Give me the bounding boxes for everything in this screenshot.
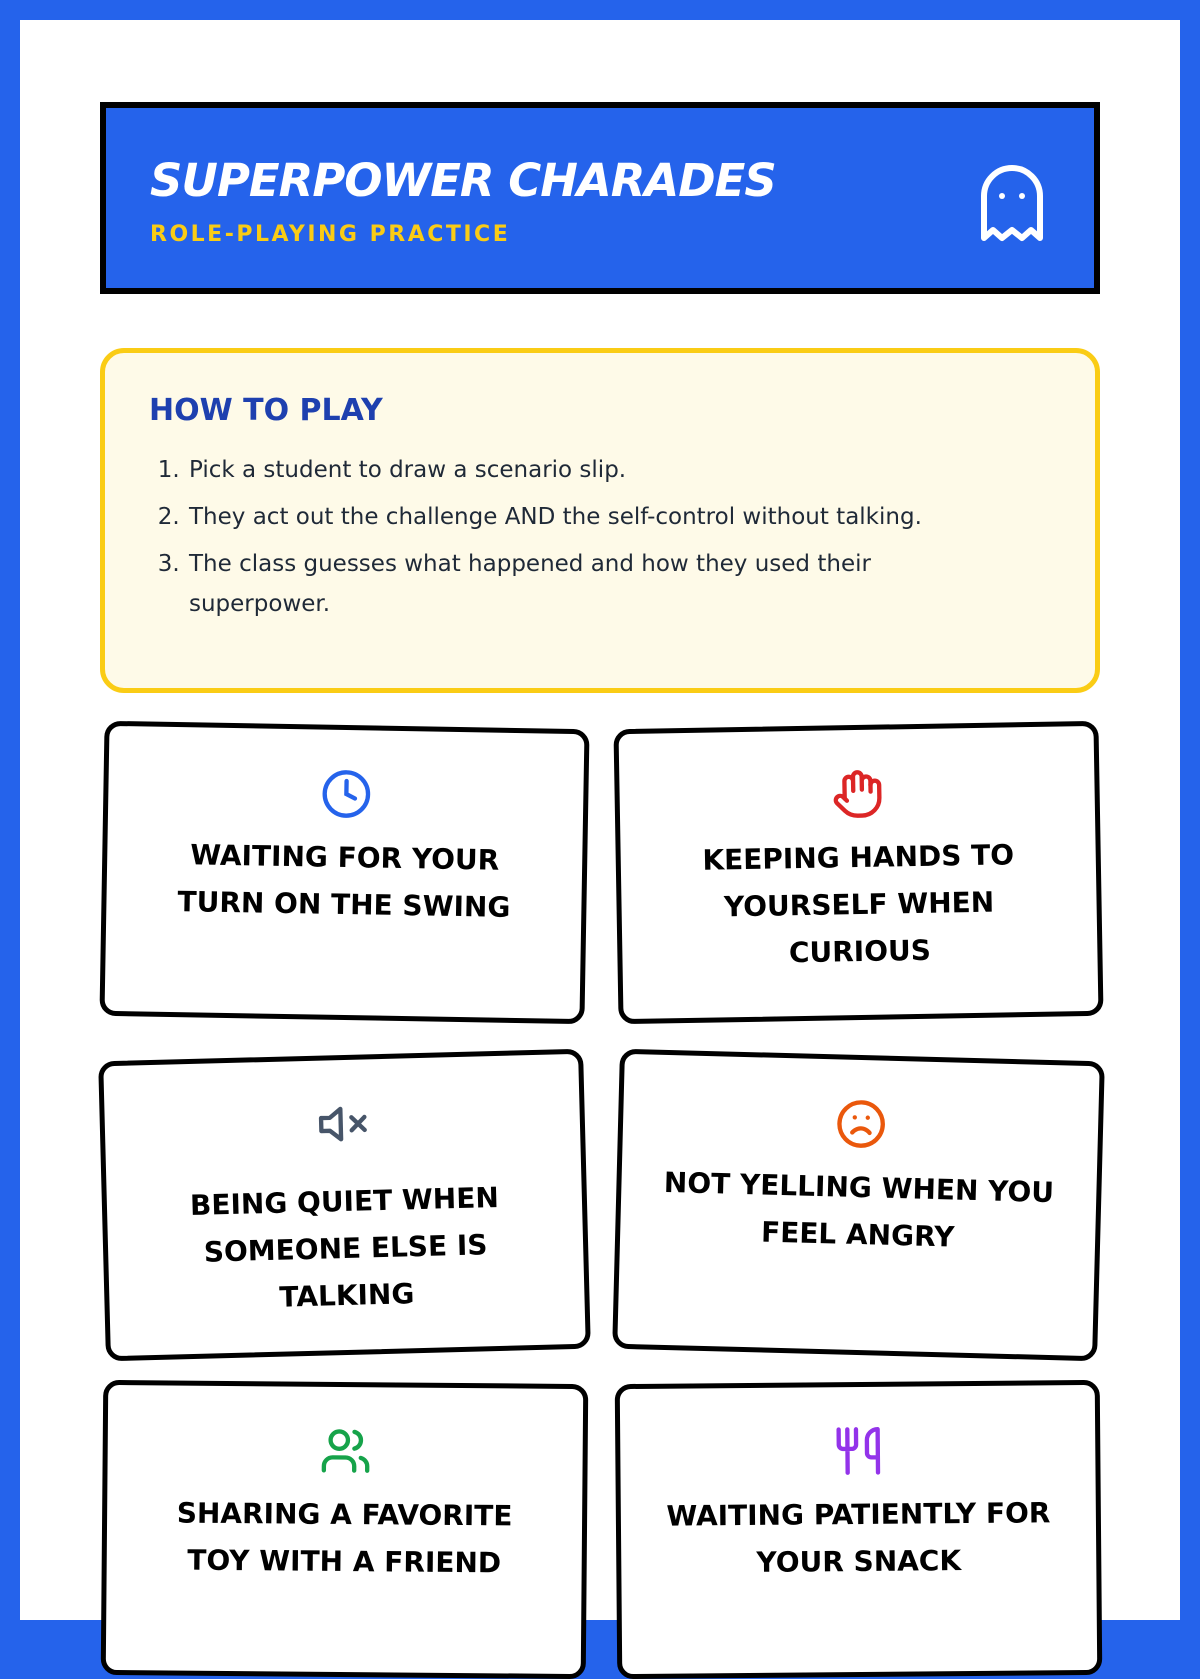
utensils-icon — [835, 1427, 880, 1475]
instruction-step: Pick a student to draw a scenario slip. — [187, 450, 1051, 490]
instruction-step: They act out the challenge AND the self-… — [187, 497, 1051, 537]
clock-icon — [322, 770, 370, 818]
how-to-play-heading: HOW TO PLAY — [149, 393, 383, 428]
instructions-list: Pick a student to draw a scenario slip. … — [149, 450, 1051, 624]
scenario-text: BEING QUIET WHEN SOMEONE ELSE IS TALKING — [189, 1180, 500, 1314]
scenario-card[interactable]: KEEPING HANDS TO YOURSELF WHEN CURIOUS — [613, 720, 1104, 1025]
scenario-text: WAITING PATIENTLY FOR YOUR SNACK — [666, 1496, 1051, 1579]
how-to-play-box: HOW TO PLAY Pick a student to draw a sce… — [100, 348, 1100, 693]
scenario-text: WAITING FOR YOUR TURN ON THE SWING — [177, 838, 511, 924]
volume-mute-icon — [318, 1106, 367, 1142]
hand-icon — [833, 770, 882, 818]
scenario-card[interactable]: SHARING A FAVORITE TOY WITH A FRIEND — [100, 1379, 589, 1679]
scenario-card[interactable]: NOT YELLING WHEN YOU FEEL ANGRY — [612, 1048, 1105, 1362]
page-title: SUPERPOWER CHARADES — [150, 154, 777, 207]
scenario-card[interactable]: WAITING PATIENTLY FOR YOUR SNACK — [614, 1379, 1103, 1679]
header-banner: SUPERPOWER CHARADES ROLE-PLAYING PRACTIC… — [100, 102, 1100, 294]
frown-icon — [836, 1100, 885, 1148]
page: SUPERPOWER CHARADES ROLE-PLAYING PRACTIC… — [20, 20, 1180, 1679]
scenario-card[interactable]: BEING QUIET WHEN SOMEONE ELSE IS TALKING — [98, 1048, 591, 1362]
users-icon — [321, 1429, 369, 1473]
scenario-text: NOT YELLING WHEN YOU FEEL ANGRY — [663, 1165, 1055, 1254]
scenario-text: KEEPING HANDS TO YOURSELF WHEN CURIOUS — [702, 838, 1015, 970]
ghost-icon — [981, 165, 1043, 241]
scenario-text: SHARING A FAVORITE TOY WITH A FRIEND — [176, 1496, 513, 1580]
page-subtitle: ROLE-PLAYING PRACTICE — [150, 222, 511, 247]
instruction-step: The class guesses what happened and how … — [187, 544, 947, 624]
scenario-card[interactable]: WAITING FOR YOUR TURN ON THE SWING — [99, 720, 590, 1025]
